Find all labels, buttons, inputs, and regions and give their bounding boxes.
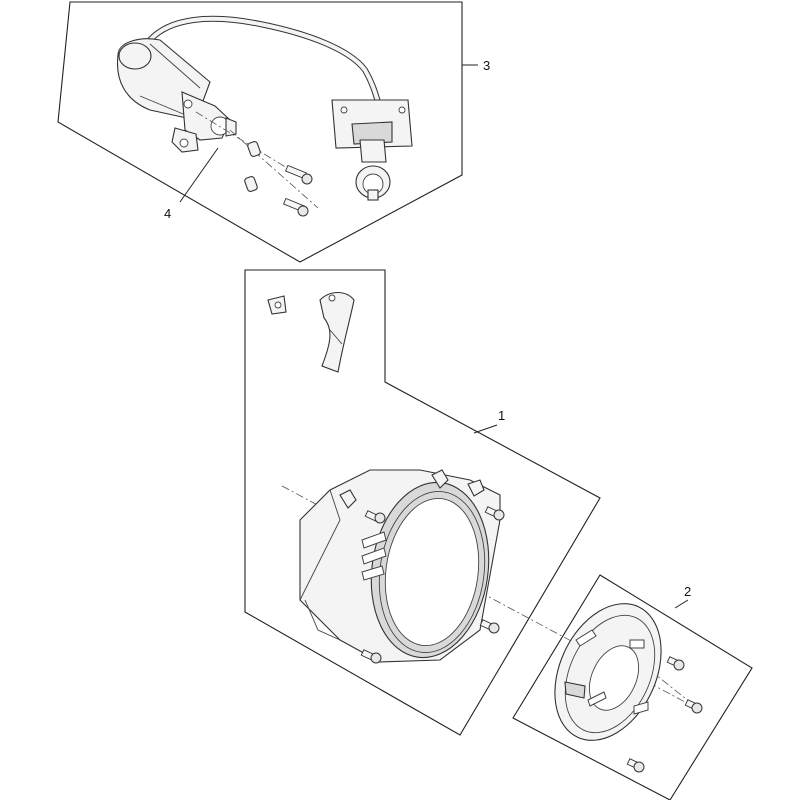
housing-bolt-2 — [484, 506, 505, 521]
callout-2: 2 — [684, 584, 691, 599]
housing-bolt-3 — [479, 619, 500, 634]
starter-motor — [116, 38, 237, 153]
starter-cable-inner — [148, 16, 380, 103]
callout-2-leader — [674, 599, 689, 609]
callout-1-leader — [473, 424, 498, 434]
starter-bolt-upper — [285, 164, 313, 185]
blower-housing-group-frame — [244, 269, 601, 736]
blower-housing — [299, 469, 501, 663]
air-guide-baffle — [319, 291, 355, 373]
recoil-starter-group-frame — [512, 574, 753, 800]
recoil-bolt-2 — [684, 699, 703, 714]
recoil-starter — [554, 603, 662, 741]
housing-clip — [267, 295, 287, 315]
recoil-bolt-3 — [626, 758, 645, 773]
starter-spacer-lower — [244, 176, 258, 192]
recoil-bolt-1 — [666, 656, 685, 671]
callout-1: 1 — [498, 408, 505, 423]
starter-bolt-lower — [283, 197, 309, 217]
starter-centerline-a — [229, 129, 319, 209]
starter-spacer-upper — [247, 141, 261, 157]
callout-4: 4 — [164, 206, 171, 221]
callout-3: 3 — [483, 58, 490, 73]
housing-bolt-1 — [364, 510, 386, 524]
key-switch — [331, 99, 413, 201]
starter-centerline-b — [195, 111, 301, 177]
housing-bolt-4 — [360, 649, 382, 664]
starter-group-frame — [57, 1, 463, 263]
callout-4-leader — [179, 147, 219, 203]
